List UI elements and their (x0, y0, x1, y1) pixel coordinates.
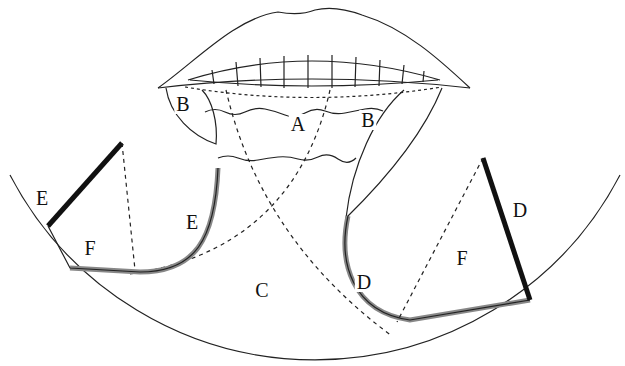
part-letter: F (454, 248, 469, 268)
lobe-outline (346, 88, 442, 218)
flap-incision (483, 158, 530, 300)
teeth (212, 55, 424, 88)
part-letter: E (34, 188, 50, 208)
flap-border (70, 168, 218, 272)
lower-lip-line (185, 87, 442, 98)
wound-edge (218, 155, 356, 162)
lobe-outline (166, 88, 216, 144)
triangle-guide (122, 143, 135, 270)
part-letter: B (359, 110, 376, 130)
part-letter: E (184, 212, 200, 232)
part-letter: A (289, 114, 307, 134)
triangle-guide (397, 158, 483, 322)
part-letter: F (82, 238, 97, 258)
part-letter: D (511, 200, 529, 220)
flap-edge (345, 216, 530, 320)
flap-border (345, 216, 530, 320)
upper-lip (158, 8, 470, 88)
flap-edge (48, 168, 218, 272)
part-letter: C (253, 280, 270, 300)
flap-incision (48, 143, 122, 226)
part-letter: D (355, 272, 373, 292)
incision-guide (130, 90, 330, 274)
part-letter: B (174, 94, 191, 114)
